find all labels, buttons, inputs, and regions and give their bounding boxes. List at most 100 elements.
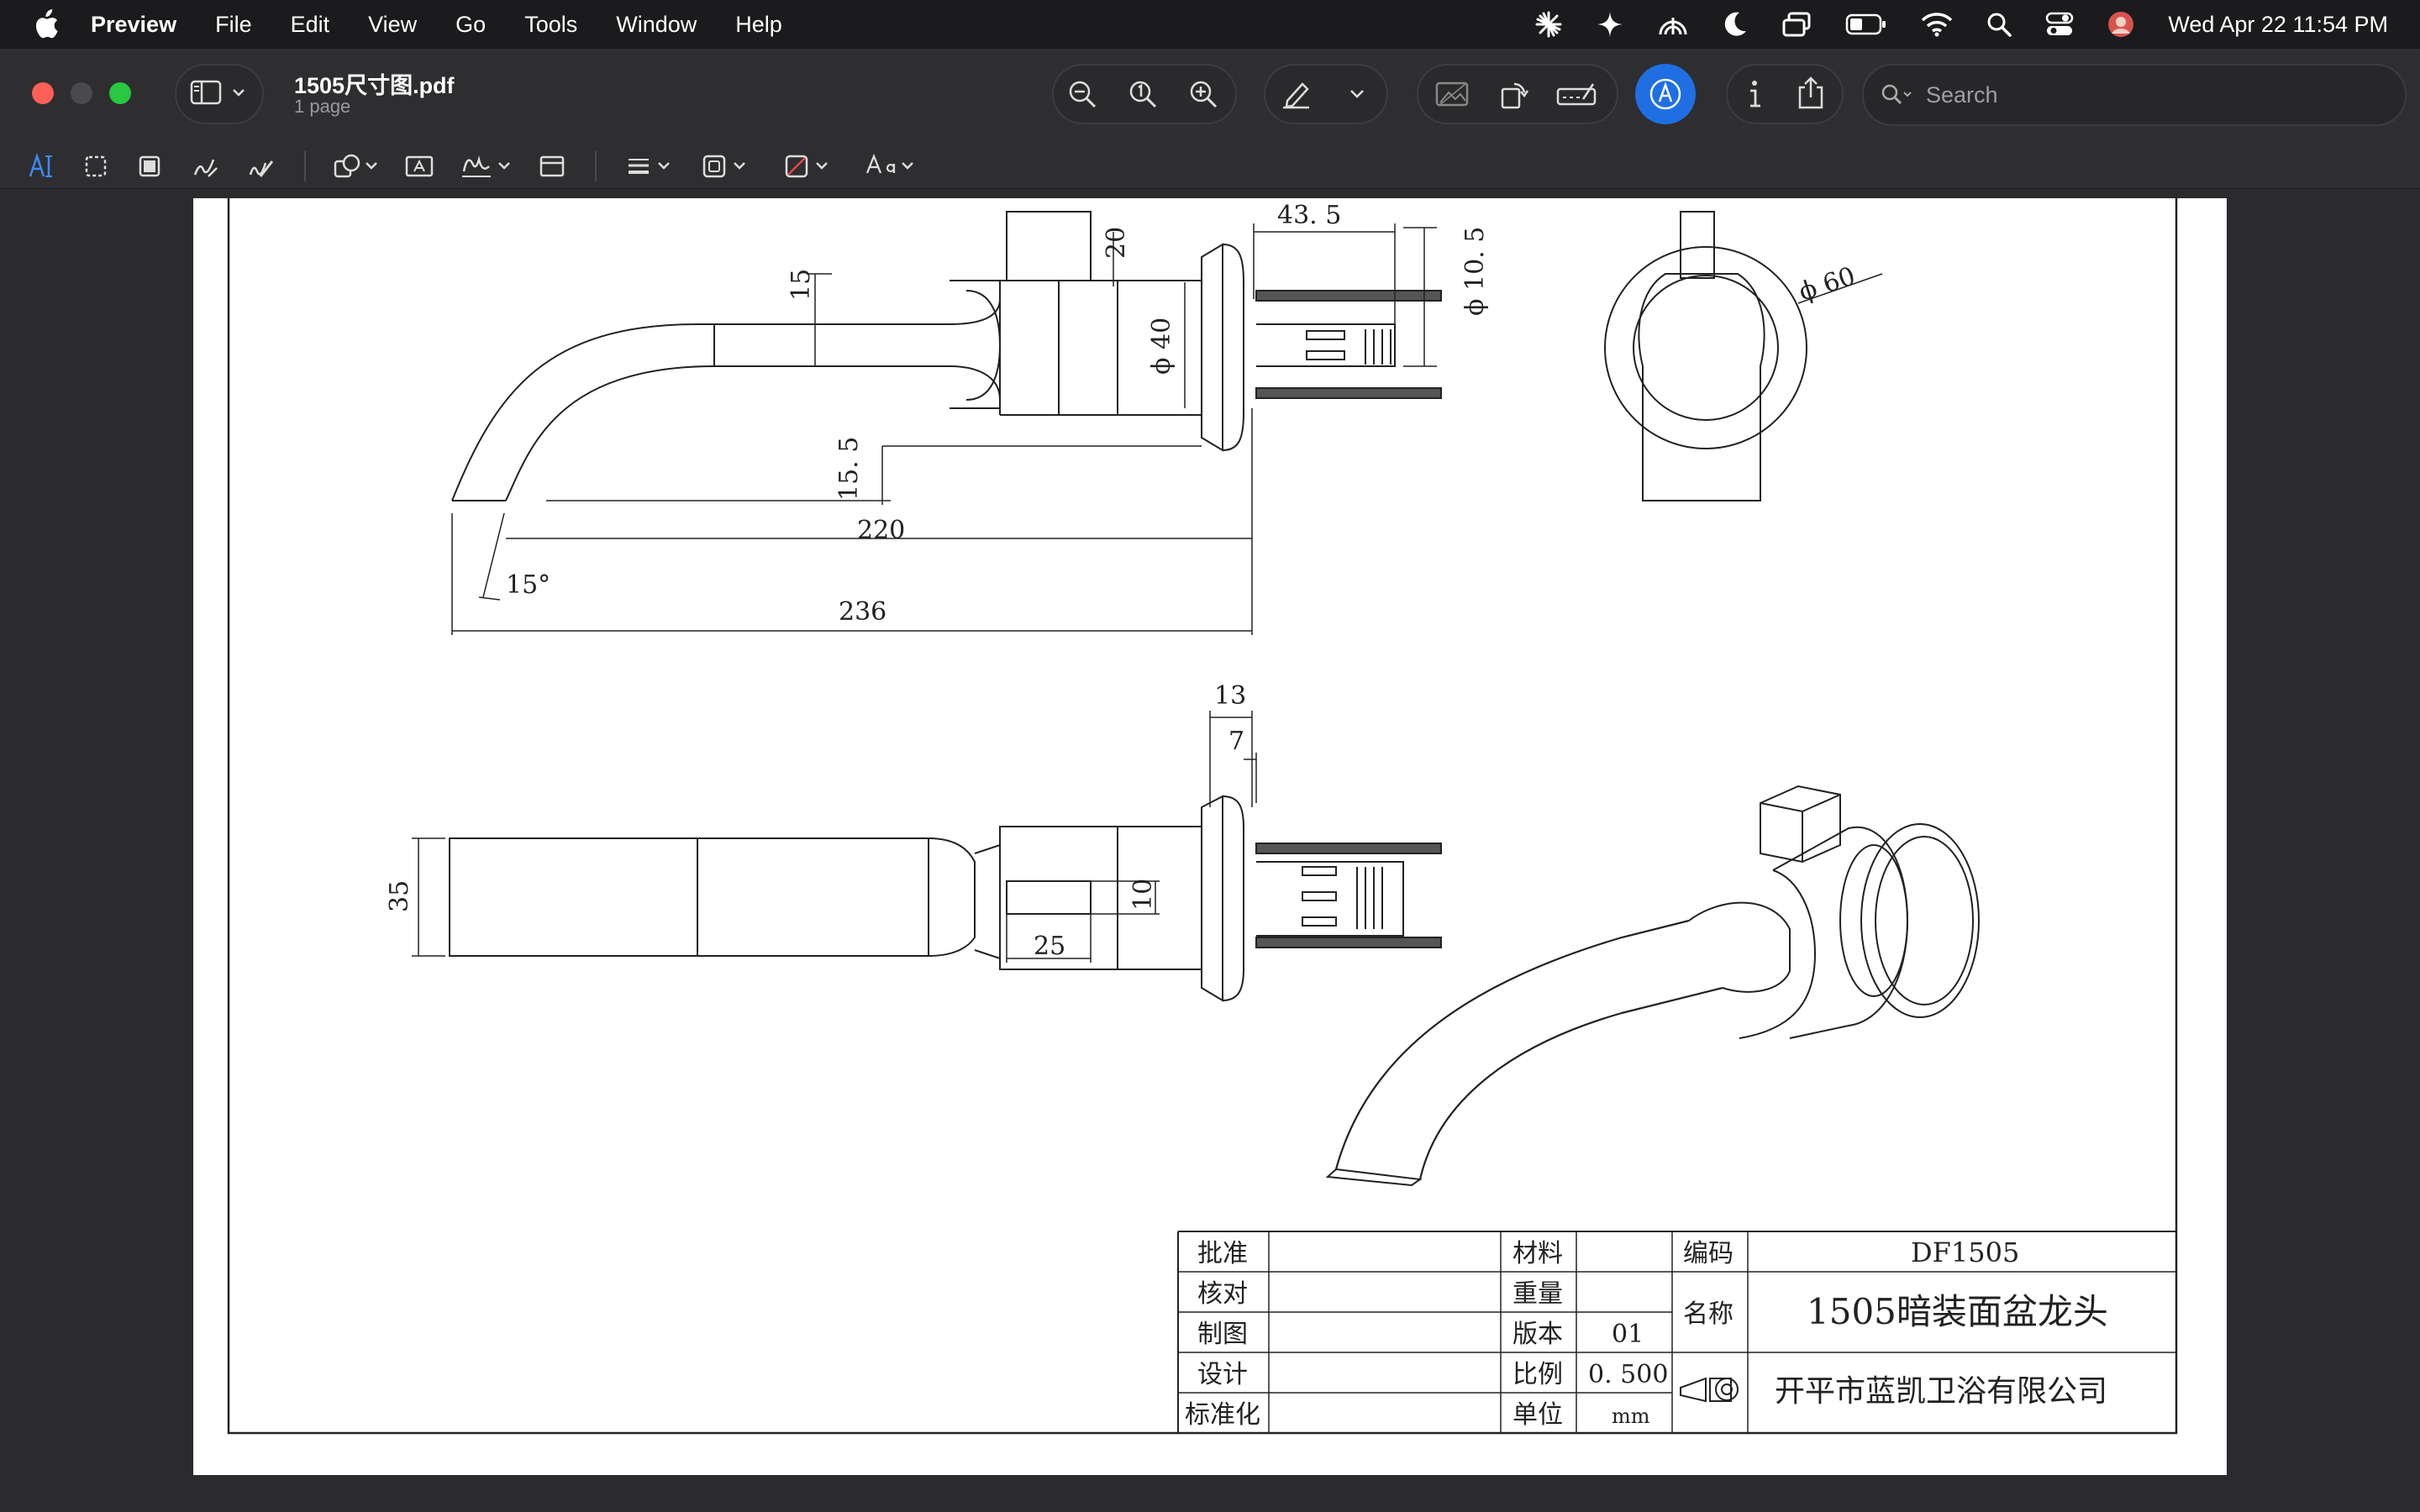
edit-group xyxy=(1417,64,1618,124)
chevron-down-icon[interactable] xyxy=(1349,89,1365,99)
highlight-group xyxy=(1264,64,1388,124)
dim-diameter-10-5: ϕ 10. 5 xyxy=(1460,227,1490,316)
sparkle-burst-icon[interactable] xyxy=(1534,10,1563,39)
document-page-count: 1 page xyxy=(294,96,351,117)
label-name: 名称 xyxy=(1683,1299,1733,1329)
zoom-controls-group xyxy=(1052,64,1237,124)
rectangular-selection-icon[interactable] xyxy=(84,155,108,178)
sidebar-toggle-button[interactable] xyxy=(175,64,264,124)
menu-app-preview[interactable]: Preview xyxy=(91,11,177,37)
label-approve: 批准 xyxy=(1197,1239,1248,1268)
info-share-group xyxy=(1726,64,1844,124)
fill-color-icon[interactable] xyxy=(785,155,832,178)
sketch-icon[interactable] xyxy=(192,153,218,180)
label-weight: 重量 xyxy=(1512,1279,1563,1309)
dim-236: 236 xyxy=(839,597,886,627)
markup-pen-icon xyxy=(1649,78,1681,110)
dim-220: 220 xyxy=(857,516,905,545)
markup-toolbar xyxy=(0,143,2420,193)
smart-selection-icon[interactable] xyxy=(138,155,161,178)
dim-15-degrees: 15° xyxy=(506,570,550,600)
four-point-star-icon[interactable] xyxy=(1597,11,1623,38)
label-code: 编码 xyxy=(1683,1239,1733,1268)
search-field[interactable]: Search xyxy=(1862,64,2407,126)
value-name: 1505暗装面盆龙头 xyxy=(1807,1291,2108,1332)
menu-edit[interactable]: Edit xyxy=(290,11,330,37)
close-window-button[interactable] xyxy=(32,82,54,104)
text-box-icon[interactable] xyxy=(405,155,434,178)
pen-highlight-icon[interactable] xyxy=(1281,79,1313,109)
label-version: 版本 xyxy=(1512,1320,1563,1349)
share-icon[interactable] xyxy=(1797,76,1825,111)
rotate-icon[interactable] xyxy=(1499,77,1529,111)
actual-size-icon[interactable] xyxy=(1128,79,1158,109)
border-color-icon[interactable] xyxy=(702,155,750,178)
zoom-window-button[interactable] xyxy=(109,82,131,104)
moon-icon[interactable] xyxy=(1723,11,1748,38)
signature-icon[interactable] xyxy=(1556,81,1597,108)
photo-adjust-icon[interactable] xyxy=(1435,79,1469,109)
label-material: 材料 xyxy=(1512,1239,1563,1268)
menu-help[interactable]: Help xyxy=(735,11,782,37)
dim-35: 35 xyxy=(385,880,414,912)
chevron-down-icon xyxy=(232,87,245,97)
label-check: 核对 xyxy=(1197,1279,1248,1309)
faucet-technical-drawing: 43. 5 20 ϕ 10. 5 15 ϕ 40 15. 5 220 15° 2… xyxy=(227,198,2178,1435)
search-placeholder: Search xyxy=(1926,81,1998,108)
search-icon xyxy=(1881,83,1914,107)
sign-icon[interactable] xyxy=(460,151,514,181)
control-center-icon[interactable] xyxy=(2045,11,2074,38)
page-note-icon[interactable] xyxy=(539,155,565,178)
toolbar-divider xyxy=(304,151,306,181)
shapes-icon[interactable] xyxy=(333,153,381,180)
menu-tools[interactable]: Tools xyxy=(524,11,578,37)
menu-window[interactable]: Window xyxy=(616,11,697,37)
dim-15-5: 15. 5 xyxy=(834,437,864,501)
dim-13: 13 xyxy=(1214,681,1246,711)
dim-20: 20 xyxy=(1102,227,1131,259)
value-version: 01 xyxy=(1612,1320,1644,1349)
document-page[interactable]: 43. 5 20 ϕ 10. 5 15 ϕ 40 15. 5 220 15° 2… xyxy=(193,198,2227,1475)
window-toolbar: 1505尺寸图.pdf 1 page xyxy=(0,49,2420,189)
dim-10: 10 xyxy=(1128,879,1158,911)
value-scale: 0. 500 xyxy=(1588,1360,1668,1389)
menu-bar: Preview File Edit View Go Tools Window H… xyxy=(0,0,2420,49)
arc-gauge-icon[interactable] xyxy=(1657,11,1689,38)
menubar-clock[interactable]: Wed Apr 22 11:54 PM xyxy=(2168,11,2388,37)
dim-25: 25 xyxy=(1034,932,1065,961)
window-stack-icon[interactable] xyxy=(1781,11,1812,38)
value-unit: mm xyxy=(1612,1404,1650,1428)
dim-15: 15 xyxy=(786,269,816,301)
value-code: DF1505 xyxy=(1911,1236,2019,1268)
label-scale: 比例 xyxy=(1512,1360,1563,1389)
dim-43-5: 43. 5 xyxy=(1277,201,1341,230)
info-icon[interactable] xyxy=(1744,77,1765,111)
text-style-icon[interactable] xyxy=(865,153,918,178)
label-draw: 制图 xyxy=(1197,1320,1248,1349)
text-selection-icon[interactable] xyxy=(29,153,54,180)
apple-menu-icon[interactable] xyxy=(32,8,60,41)
markup-toggle-button[interactable] xyxy=(1635,64,1696,124)
user-avatar-icon[interactable] xyxy=(2107,11,2134,38)
label-standard: 标准化 xyxy=(1185,1400,1260,1430)
zoom-in-icon[interactable] xyxy=(1188,79,1218,109)
menu-view[interactable]: View xyxy=(368,11,418,37)
spotlight-search-icon[interactable] xyxy=(1986,12,2012,37)
dim-7: 7 xyxy=(1228,727,1244,756)
battery-icon[interactable] xyxy=(1845,13,1887,35)
line-style-icon[interactable] xyxy=(627,155,674,178)
zoom-out-icon[interactable] xyxy=(1067,79,1097,109)
label-design: 设计 xyxy=(1197,1360,1248,1389)
minimize-window-button[interactable] xyxy=(71,82,92,104)
menu-file[interactable]: File xyxy=(215,11,252,37)
draw-icon[interactable] xyxy=(247,153,274,180)
company-name: 开平市蓝凯卫浴有限公司 xyxy=(1775,1374,2107,1409)
toolbar-divider xyxy=(595,151,597,181)
dim-diameter-60: ϕ 60 xyxy=(1796,261,1860,307)
sidebar-icon xyxy=(190,79,222,106)
document-title: 1505尺寸图.pdf xyxy=(294,73,455,98)
wifi-icon[interactable] xyxy=(1921,12,1953,37)
status-area: Wed Apr 22 11:54 PM xyxy=(1534,0,2420,49)
menu-go[interactable]: Go xyxy=(455,11,487,37)
label-unit: 单位 xyxy=(1512,1400,1563,1430)
